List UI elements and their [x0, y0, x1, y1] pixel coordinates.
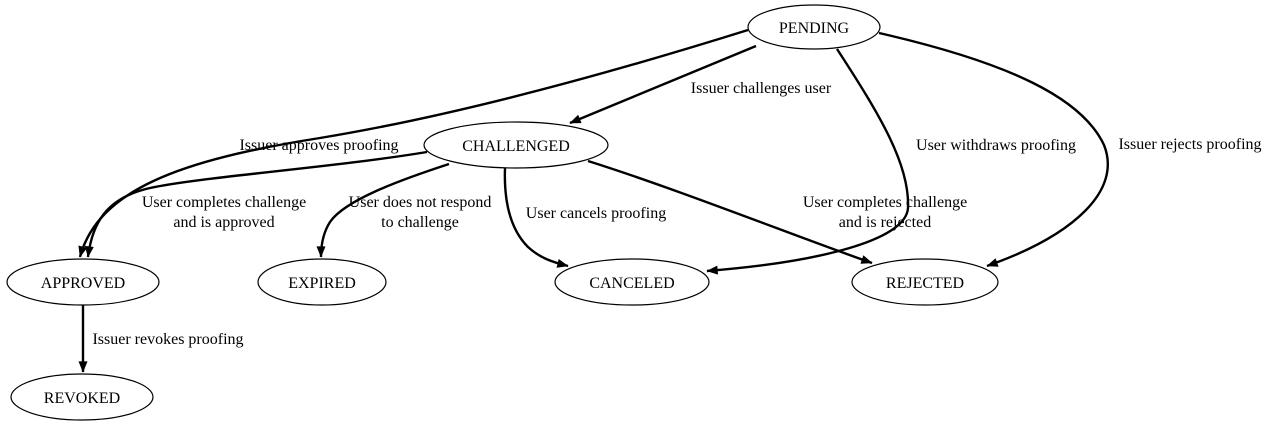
edge-label-issuer-approves-proofing: Issuer approves proofing [239, 137, 398, 154]
node-rejected-shape [851, 258, 999, 306]
edge-label-issuer-challenges-user: Issuer challenges user [691, 80, 832, 97]
node-revoked-shape [10, 373, 154, 421]
edges [78, 28, 1109, 373]
node-revoked-label: REVOKED [44, 390, 120, 407]
node-canceled-shape [554, 258, 710, 306]
edge-challenged-expired [316, 162, 450, 258]
edge-label-user-completes-approved-line2: and is approved [173, 214, 274, 231]
edge-pending-challenged [569, 44, 757, 125]
node-rejected: REJECTED [851, 258, 999, 306]
edge-label-user-completes-rejected-line2: and is rejected [839, 214, 931, 231]
edge-label-user-does-not-respond-line2: to challenge [381, 214, 459, 231]
node-expired-shape [257, 258, 387, 306]
edge-label-issuer-revokes-proofing: Issuer revokes proofing [92, 331, 243, 348]
node-pending-shape [747, 4, 881, 50]
node-challenged: CHALLENGED [423, 121, 609, 169]
edge-label-issuer-rejects-proofing: Issuer rejects proofing [1118, 136, 1261, 153]
edge-label-user-cancels-proofing: User cancels proofing [526, 205, 666, 222]
node-challenged-shape [423, 121, 609, 169]
edge-label-user-completes-approved-line1: User completes challenge [142, 194, 306, 211]
node-approved-shape [6, 258, 160, 306]
edge-label-user-withdraws-proofing: User withdraws proofing [916, 137, 1076, 154]
edge-challenged-canceled [503, 167, 569, 268]
edge-label-user-does-not-respond-line1: User does not respond [349, 194, 492, 211]
node-canceled-label: CANCELED [589, 275, 674, 292]
node-approved: APPROVED [6, 258, 160, 306]
edge-challenged-rejected [587, 159, 873, 265]
edge-pending-canceled [706, 48, 910, 275]
node-pending-label: PENDING [779, 20, 850, 37]
node-approved-label: APPROVED [41, 275, 125, 292]
node-rejected-label: REJECTED [886, 275, 964, 292]
node-revoked: REVOKED [10, 373, 154, 421]
node-expired-label: EXPIRED [288, 275, 356, 292]
nodes: PENDING CHALLENGED APPROVED EXPIRED CANC… [6, 4, 999, 421]
edge-label-user-completes-rejected-line1: User completes challenge [803, 194, 967, 211]
node-pending: PENDING [747, 4, 881, 50]
node-challenged-label: CHALLENGED [462, 138, 570, 155]
edge-pending-rejected [878, 31, 1109, 268]
node-canceled: CANCELED [554, 258, 710, 306]
node-expired: EXPIRED [257, 258, 387, 306]
edge-labels: Issuer challenges user Issuer approves p… [92, 80, 1261, 348]
edge-challenged-approved [84, 150, 428, 258]
